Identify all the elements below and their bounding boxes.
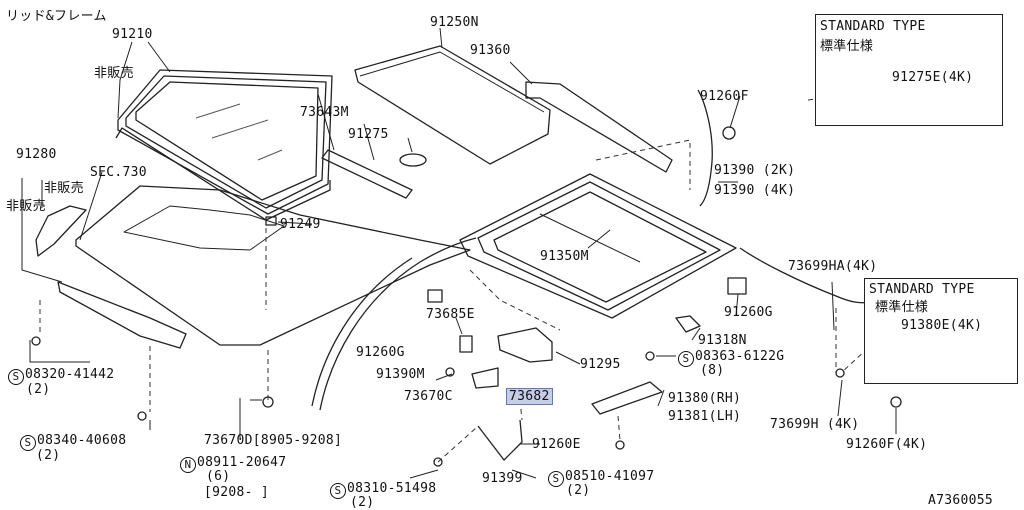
screw-08310-qty: (2) [350, 495, 375, 510]
screw-symbol: S [20, 435, 36, 451]
part-label-73670c: 73670C [404, 389, 453, 404]
bracket-73682-drawing [471, 367, 499, 389]
part-label-91260f: 91260F [700, 89, 749, 104]
nut-08911-date: [9208- ] [204, 485, 270, 500]
not-for-sale-label: 非販売 [44, 181, 84, 196]
part-label-91260e: 91260E [532, 437, 581, 452]
part-label-91280: 91280 [16, 147, 57, 162]
seal-91260f [697, 89, 713, 207]
strip-91390-right [739, 247, 871, 304]
part-91275e: 91275E(4K) [892, 70, 974, 85]
bracket-91280-drawing [35, 205, 87, 257]
part-label-91260g-left: 91260G [356, 345, 405, 360]
screw-08363-qty: (8) [700, 363, 725, 378]
not-for-sale-label: 非販売 [6, 199, 46, 214]
nut-symbol: N [180, 457, 196, 473]
highlighted-part[interactable]: 73682 [506, 388, 553, 405]
part-label-91350m: 91350M [540, 249, 589, 264]
diagram-title: リッド&フレーム [6, 9, 107, 24]
clip-91249 [265, 216, 277, 226]
pad-91260g-left [427, 289, 443, 303]
figure-id: A7360055 [928, 493, 994, 508]
not-for-sale-label: 非販売 [94, 66, 134, 81]
part-number: 08310-51498 [347, 481, 437, 496]
nut-08911-qty: (6) [206, 469, 231, 484]
part-label-91210: 91210 [112, 27, 153, 42]
part-91380e: 91380E(4K) [901, 318, 983, 333]
section-ref-730: SEC.730 [90, 165, 147, 180]
part-label-73670d: 73670D[8905-9208] [204, 433, 343, 448]
part-label-91381: 91381(LH) [668, 409, 742, 424]
standard-type-title: STANDARD TYPE [820, 19, 926, 34]
part-label-73685e: 73685E [426, 307, 475, 322]
sunroof-frame-drawing [459, 173, 737, 319]
tube-91399-drawing [477, 419, 523, 461]
motor-91295-drawing [497, 327, 553, 363]
part-number: 08911-20647 [197, 455, 287, 470]
bar-73643m-drawing [321, 149, 413, 199]
standard-type-box-1: STANDARD TYPE 標準仕様 91275E(4K) [815, 14, 1003, 126]
screw-symbol: S [8, 369, 24, 385]
front-bar-drawing [57, 281, 187, 349]
part-label-91250n: 91250N [430, 15, 479, 30]
pad-91260g-right [727, 277, 747, 295]
part-label-91275: 91275 [348, 127, 389, 142]
part-number: 08363-6122G [695, 349, 785, 364]
part-label-91295: 91295 [580, 357, 621, 372]
drain-strip-91390m [319, 237, 477, 411]
part-label-91260f-4k: 91260F(4K) [846, 437, 928, 452]
part-number: 08510-41097 [565, 469, 655, 484]
screw-symbol: S [678, 351, 694, 367]
part-label-91380: 91380(RH) [668, 391, 742, 406]
rail-91360-drawing [525, 81, 673, 173]
part-label-73699h: 73699H (4K) [770, 417, 860, 432]
part-label-73682-highlighted[interactable]: 73682 [506, 388, 553, 405]
part-label-91249: 91249 [280, 217, 321, 232]
screw-08340-qty: (2) [36, 448, 61, 463]
part-number: 08340-40608 [37, 433, 127, 448]
arm-91380-drawing [591, 381, 663, 415]
headliner-drawing [75, 185, 471, 346]
part-label-73699ha: 73699HA(4K) [788, 259, 878, 274]
part-label-91390-2k: 91390 (2K) [714, 163, 796, 178]
screw-08320-qty: (2) [26, 382, 51, 397]
screw-symbol: S [330, 483, 346, 499]
grommet-91275-drawing [399, 153, 427, 167]
screw-08510-qty: (2) [566, 483, 591, 498]
part-number: 08320-41442 [25, 367, 115, 382]
part-label-73643m: 73643M [300, 105, 349, 120]
standard-type-subtitle: 標準仕様 [875, 300, 929, 315]
standard-type-subtitle: 標準仕様 [820, 39, 874, 54]
sunshade-drawing [354, 45, 551, 165]
standard-type-box-2: STANDARD TYPE 標準仕様 91380E(4K) [864, 278, 1018, 384]
part-label-91318n: 91318N [698, 333, 747, 348]
part-label-91390m: 91390M [376, 367, 425, 382]
part-label-91260g-right: 91260G [724, 305, 773, 320]
guide-73685e [459, 335, 473, 353]
part-label-91390-4k: 91390 (4K) [714, 183, 796, 198]
screw-symbol: S [548, 471, 564, 487]
glass-lid-drawing [115, 69, 333, 221]
standard-type-title: STANDARD TYPE [869, 282, 975, 297]
bracket-91318n [675, 315, 701, 333]
part-label-91360: 91360 [470, 43, 511, 58]
part-label-91399: 91399 [482, 471, 523, 486]
